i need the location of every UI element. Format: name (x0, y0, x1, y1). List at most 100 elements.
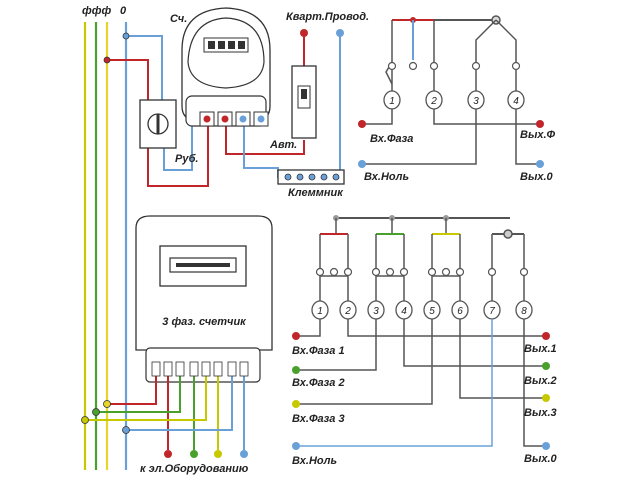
contact-point (455, 267, 465, 277)
contact-point (429, 61, 439, 71)
meter-window (187, 17, 265, 89)
meter3-terminal (213, 361, 223, 377)
contact3-7: 7 (483, 300, 501, 320)
in-neutral-wire (296, 319, 493, 447)
contact-point (471, 61, 481, 71)
terminal-dot (257, 115, 265, 123)
equipment-terminal (164, 450, 172, 458)
in-phase-wire (362, 109, 393, 125)
terminal-screw (284, 173, 292, 181)
meter3-terminal (201, 361, 211, 377)
in-phase3-label: Вх.Фаза 3 (292, 413, 345, 425)
contact3-1: 1 (311, 300, 329, 320)
contact-number: 8 (521, 306, 527, 317)
out2-terminal (542, 362, 550, 370)
bus-tap (122, 426, 130, 434)
terminal-out-end (336, 29, 344, 37)
equipment-label: к эл.Оборудованию (140, 463, 249, 475)
meter3-terminal (163, 361, 173, 377)
meter3-terminal (239, 361, 249, 377)
phase-tap (103, 56, 111, 64)
out-neutral-terminal (542, 442, 550, 450)
equipment-terminal (190, 450, 198, 458)
single-phase-meter: Сч. Руб. Авт. Клеммник Кварт.Провод. (103, 7, 369, 199)
bridge-node (503, 229, 513, 239)
in-neutral-wire (362, 109, 477, 165)
contact-number: 2 (430, 96, 437, 107)
in-phase-label: Вх.Фаза (370, 133, 413, 145)
contact-3: 3 (467, 90, 485, 110)
out-phase-label: Вых.Ф (520, 129, 556, 141)
contact-1: 1 (383, 90, 401, 110)
contact-point (387, 61, 397, 71)
switch-to-meter-phase (147, 122, 209, 187)
out1-terminal (542, 332, 550, 340)
contact3-8: 8 (515, 300, 533, 320)
contact-point (399, 267, 409, 277)
contact-number: 4 (401, 306, 407, 317)
phases-label: ффф (82, 5, 111, 17)
in2-terminal (292, 366, 300, 374)
terminal-dot (203, 115, 211, 123)
contact-point (511, 61, 521, 71)
out2-wire (403, 319, 546, 367)
single-phase-contacts: 1 2 3 4 Вх.Фаза Вых.Ф Вх.Ноль Вых.0 (358, 15, 556, 183)
switch-label: Руб. (175, 153, 198, 165)
out-neutral-label: Вых.0 (520, 171, 554, 183)
in-neutral-terminal (292, 442, 300, 450)
three-phase-contacts: 1 2 3 4 5 6 7 8 Вх.Фаза 1 Вх.Фаза 2 Вх.Ф… (292, 215, 558, 467)
out3-label: Вых.3 (524, 407, 557, 419)
meter3-label: 3 фаз. счетчик (162, 316, 247, 328)
terminal-block-label: Клеммник (288, 187, 344, 199)
switch-to-meter-neutral (163, 122, 193, 171)
out-neutral-wire (515, 109, 540, 165)
contact-point (329, 267, 339, 277)
meter-to-breaker (225, 122, 305, 155)
phase-to-switch (107, 59, 149, 100)
breaker-lever (301, 89, 307, 99)
contact3-2: 2 (339, 300, 357, 320)
meter3-terminal (175, 361, 185, 377)
terminal-screw (308, 173, 316, 181)
phase3-in (85, 374, 207, 421)
equipment-terminal (240, 450, 248, 458)
contact-number: 6 (457, 306, 463, 317)
meter-digit (228, 41, 235, 49)
in1-wire (296, 319, 321, 337)
contact-number: 3 (473, 96, 479, 107)
in-phase1-label: Вх.Фаза 1 (292, 345, 345, 357)
phase2-in (96, 374, 181, 413)
meter-digit (218, 41, 225, 49)
supply-bus (83, 22, 128, 470)
contact-number: 5 (429, 306, 435, 317)
out-neutral-terminal (536, 160, 544, 168)
in-neutral3-label: Вх.Ноль (292, 455, 337, 467)
contact-number: 4 (513, 96, 519, 107)
contact-number: 7 (489, 306, 495, 317)
contact-point (441, 267, 451, 277)
in-phase-terminal (358, 120, 366, 128)
contact-number: 1 (389, 96, 395, 107)
out1-label: Вых.1 (524, 343, 557, 355)
in2-wire (296, 319, 377, 371)
terminal-dot (221, 115, 229, 123)
contact-4: 4 (507, 90, 525, 110)
contact3-5: 5 (423, 300, 441, 320)
meter-digit (208, 41, 215, 49)
bus-tap (103, 400, 111, 408)
breaker-out-terminal (300, 29, 308, 37)
terminal-screw (320, 173, 328, 181)
out2-label: Вых.2 (524, 375, 557, 387)
contact-number: 2 (344, 306, 351, 317)
three-phase-meter: 3 фаз. счетчик (135, 215, 273, 383)
bus-tap (92, 408, 100, 416)
meter3-wiring: к эл.Оборудованию (81, 361, 249, 475)
neutral-label: 0 (120, 5, 127, 17)
contact-point (371, 267, 381, 277)
in-neutral-terminal (358, 160, 366, 168)
contact-point (315, 267, 325, 277)
contact-point (487, 267, 497, 277)
contact-line (495, 19, 517, 62)
in-neutral-label: Вх.Ноль (364, 171, 409, 183)
